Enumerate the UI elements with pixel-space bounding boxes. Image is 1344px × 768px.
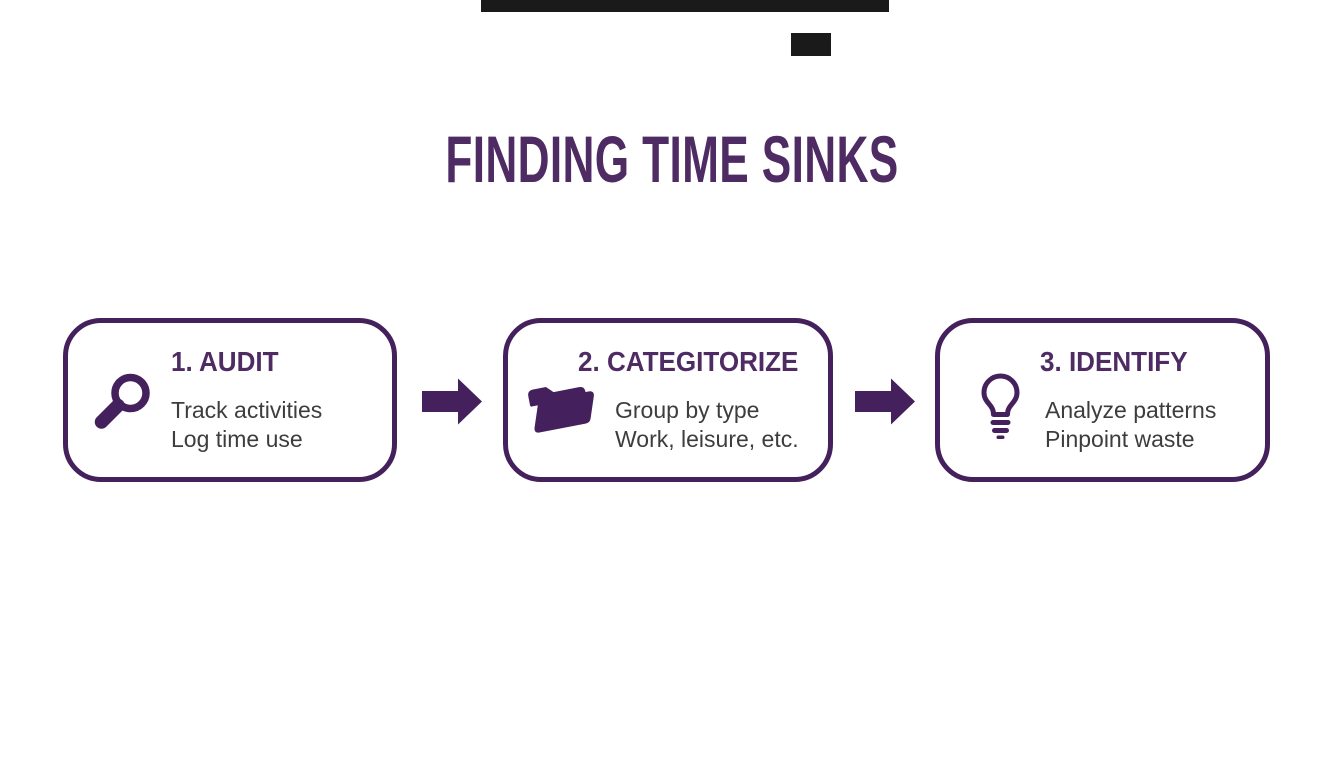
step-title-identify: 3. IDENTIFY bbox=[1040, 346, 1188, 377]
step-line: Track activities bbox=[171, 397, 323, 423]
step-title-categorize: 2. CATEGITORIZE bbox=[578, 346, 799, 377]
step-title-audit: 1. AUDIT bbox=[171, 346, 279, 377]
top-cropped-text-artifact bbox=[481, 0, 889, 12]
step-description-categorize: Group by type Work, leisure, etc. bbox=[615, 396, 799, 454]
page-title: FINDING TIME SINKS bbox=[445, 122, 899, 196]
step-line: Work, leisure, etc. bbox=[615, 426, 799, 452]
step-box-categorize: 2. CATEGITORIZE Group by type Work, leis… bbox=[503, 318, 833, 482]
step-description-audit: Track activities Log time use bbox=[171, 396, 322, 454]
lightbulb-icon bbox=[976, 372, 1024, 445]
top-cropped-mark-artifact bbox=[791, 33, 831, 56]
folder-icon bbox=[522, 371, 600, 440]
right-arrow-icon bbox=[855, 378, 915, 425]
step-line: Analyze patterns bbox=[1045, 397, 1217, 423]
step-box-audit: 1. AUDIT Track activities Log time use bbox=[63, 318, 397, 482]
step-line: Group by type bbox=[615, 397, 760, 423]
right-arrow-icon bbox=[422, 378, 482, 425]
step-box-identify: 3. IDENTIFY Analyze patterns Pinpoint wa… bbox=[935, 318, 1270, 482]
step-description-identify: Analyze patterns Pinpoint waste bbox=[1045, 396, 1216, 454]
step-line: Pinpoint waste bbox=[1045, 426, 1195, 452]
magnifier-icon bbox=[90, 368, 158, 441]
step-line: Log time use bbox=[171, 426, 303, 452]
